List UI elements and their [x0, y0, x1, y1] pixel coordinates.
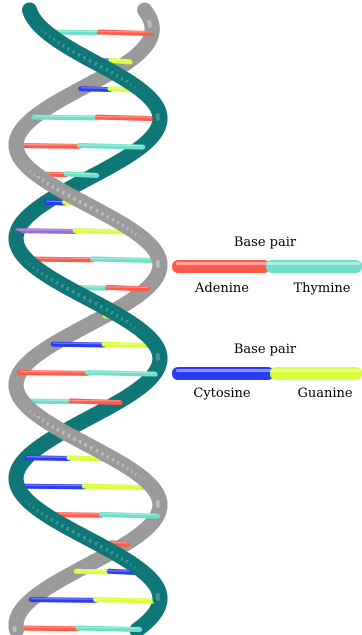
legend-at-highlight: [176, 262, 360, 265]
adenine-label: Adenine: [194, 281, 249, 296]
guanine-label: Guanine: [297, 386, 352, 401]
thymine-swatch: [266, 260, 362, 273]
base-rung-A: [16, 146, 79, 147]
base-rung-C: [81, 89, 110, 90]
base-rung-C: [31, 600, 95, 601]
base-rung-C: [17, 486, 84, 487]
cytosine-label: Cytosine: [193, 386, 251, 401]
adenine-swatch: [172, 260, 270, 273]
legend-at-pair: Base pair Adenine Thymine: [172, 235, 362, 296]
base-rung-C: [46, 202, 64, 203]
legend-at-title: Base pair: [234, 235, 297, 250]
base-rung-C: [26, 458, 69, 459]
legend-cg-highlight: [176, 369, 360, 372]
base-rung-A: [16, 628, 78, 629]
strand-b-highlight: [149, 22, 150, 26]
base-rung-P: [18, 231, 76, 232]
guanine-swatch: [270, 367, 362, 380]
base-rung-T: [34, 117, 97, 118]
legend-cg-pair: Base pair Cytosine Guanine: [172, 342, 362, 401]
legend-cg-title: Base pair: [234, 342, 297, 357]
base-rung-C: [53, 344, 104, 345]
base-rung-A: [20, 373, 88, 374]
base-rung-G: [76, 571, 109, 572]
cytosine-swatch: [172, 367, 274, 380]
thymine-label: Thymine: [294, 281, 351, 296]
